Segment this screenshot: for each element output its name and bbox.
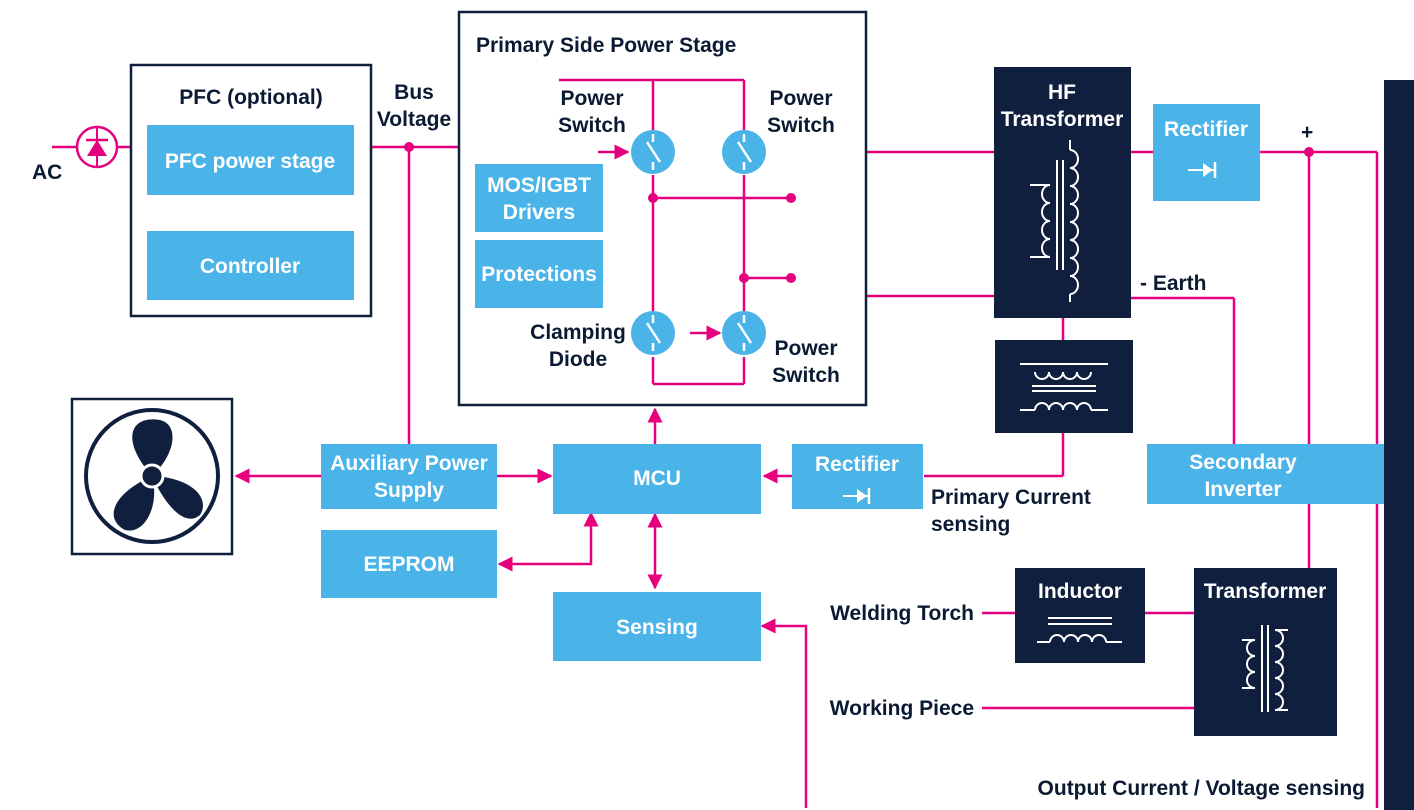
mos-drivers-line2: Drivers <box>503 201 575 224</box>
power-switch-tr-line2: Switch <box>767 114 835 137</box>
sidebar-strip <box>1384 80 1414 810</box>
diode-icon <box>75 125 119 169</box>
diode-icon <box>1188 162 1217 178</box>
primary-title: Primary Side Power Stage <box>476 34 736 57</box>
power-switch-tl-line1: Power <box>560 87 623 110</box>
ac-label: AC <box>32 161 62 184</box>
switch-icon <box>631 311 675 355</box>
bus-voltage-line1: Bus <box>394 81 434 104</box>
mos-drivers-line1: MOS/IGBT <box>487 174 591 197</box>
secondary-inverter-line1: Secondary <box>1189 451 1297 474</box>
rectifier-top-block <box>1153 104 1260 201</box>
sensing-block <box>553 592 761 661</box>
eeprom-mcu-link <box>497 511 599 572</box>
sensing-label: Sensing <box>616 616 698 639</box>
switch-icon <box>631 130 675 174</box>
rectifier-mid-label: Rectifier <box>815 453 899 476</box>
transformer-icon <box>1030 140 1079 302</box>
switch-icon <box>722 130 766 174</box>
inductor-label: Inductor <box>1038 580 1122 603</box>
working-piece-label: Working Piece <box>830 697 974 720</box>
power-switch-br-line2: Switch <box>772 364 840 387</box>
pfc-stage-block <box>147 125 354 195</box>
rectifier-top-label: Rectifier <box>1164 118 1248 141</box>
eeprom-block <box>321 530 497 598</box>
mcu-label: MCU <box>633 467 681 490</box>
primary-stage-frame <box>457 10 868 407</box>
pfc-title: PFC (optional) <box>179 86 322 109</box>
wiring <box>52 78 1379 808</box>
transformer-icon <box>1020 363 1108 411</box>
inductor-icon <box>1037 617 1122 643</box>
protections-block <box>475 240 603 308</box>
junctions <box>404 142 1314 283</box>
power-switch-br-line1: Power <box>774 337 837 360</box>
output-to-sensing <box>760 618 808 808</box>
secondary-inverter-line2: Inverter <box>1204 478 1281 501</box>
bus-voltage-line2: Voltage <box>377 108 451 131</box>
hf-transformer-line1: HF <box>1048 81 1076 104</box>
protections-label: Protections <box>481 263 597 286</box>
aux-supply-block <box>321 444 497 509</box>
mcu-block <box>553 444 761 514</box>
hf-transformer-line2: Transformer <box>1001 108 1124 131</box>
aux-supply-line2: Supply <box>374 479 444 502</box>
inductor-block <box>1015 568 1145 663</box>
power-switch-tl-line2: Switch <box>558 114 626 137</box>
fan-icon <box>84 408 220 544</box>
primary-current-line1: Primary Current <box>931 486 1091 509</box>
eeprom-label: EEPROM <box>363 553 454 576</box>
power-switch-tr-line1: Power <box>769 87 832 110</box>
plus-label: + <box>1301 121 1313 144</box>
welding-torch-label: Welding Torch <box>830 602 974 625</box>
switch-icon <box>722 311 766 355</box>
clamping-diode-line1: Clamping <box>530 321 626 344</box>
output-sensing-label: Output Current / Voltage sensing <box>1038 777 1365 800</box>
transformer-block <box>1194 568 1337 736</box>
secondary-inverter-block <box>1147 444 1384 504</box>
diode-icon <box>843 488 871 504</box>
clamping-diode-line2: Diode <box>549 348 607 371</box>
controller-label: Controller <box>200 255 300 278</box>
transformer-label: Transformer <box>1204 580 1327 603</box>
pfc-stage-label: PFC power stage <box>165 150 335 173</box>
controller-block <box>147 231 354 300</box>
transformer-icon <box>1242 625 1288 712</box>
aux-supply-line1: Auxiliary Power <box>330 452 488 475</box>
earth-label: - Earth <box>1140 272 1207 295</box>
mos-drivers-block <box>475 164 603 232</box>
primary-current-line2: sensing <box>931 513 1010 536</box>
